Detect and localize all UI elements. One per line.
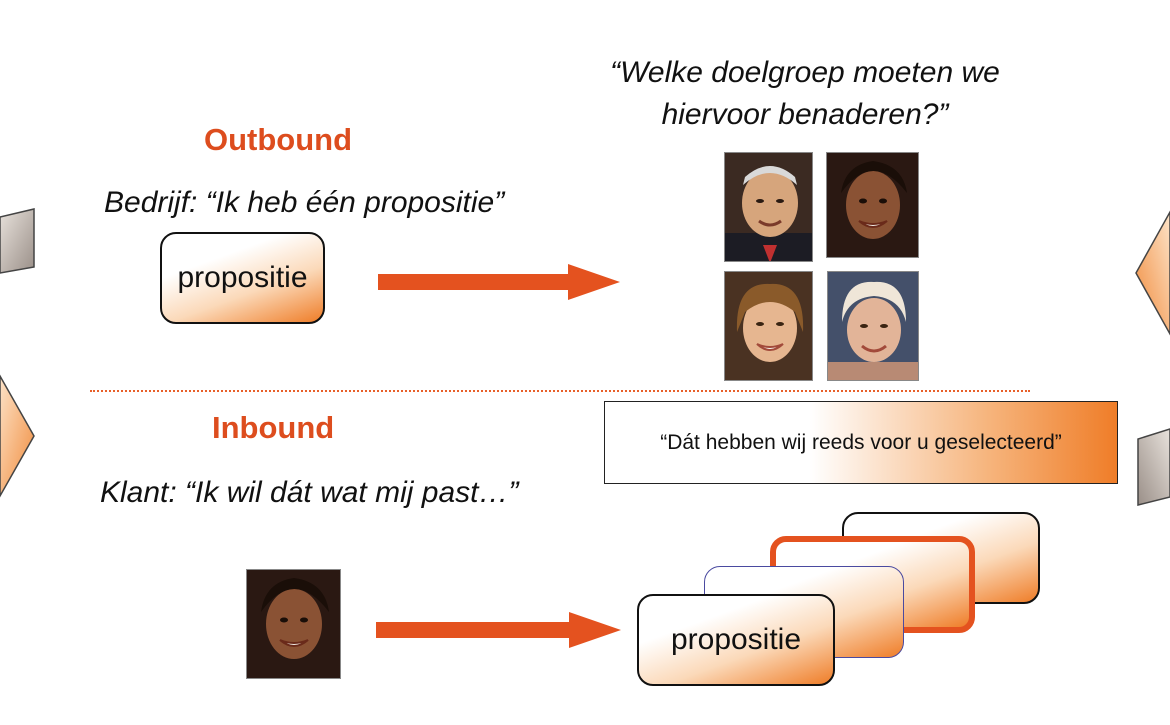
outbound-heading: Outbound [204, 122, 353, 157]
selected-banner-text: “Dát hebben wij reeds voor u geselecteer… [660, 430, 1062, 454]
selected-banner: “Dát hebben wij reeds voor u geselecteer… [604, 401, 1118, 484]
inbound-quote: Klant: “Ik wil dát wat mij past…” [100, 476, 519, 509]
target-question-line-1: “Welke doelgroep moeten we [610, 56, 1000, 89]
right-cycle-arrow-bottom-icon [1137, 428, 1170, 506]
face-photo-elderly-woman [827, 271, 919, 381]
inbound-heading: Inbound [212, 410, 335, 445]
outbound-right-arrow-icon [378, 264, 620, 300]
right-cycle-arrow-top-icon [1135, 210, 1170, 336]
inbound-right-arrow-icon [376, 612, 621, 648]
face-photo-customer [246, 569, 341, 679]
left-cycle-arrow-top-icon [0, 208, 35, 274]
face-photo-man [724, 152, 813, 262]
face-photo-blonde-woman [724, 271, 813, 381]
section-divider [90, 390, 1030, 392]
target-question: “Welke doelgroep moeten we hiervoor bena… [560, 52, 1050, 136]
outbound-proposition-label: propositie [177, 261, 308, 294]
outbound-quote: Bedrijf: “Ik heb één propositie” [104, 186, 505, 219]
inbound-proposition-label: propositie [670, 623, 802, 656]
inbound-proposition-box: propositie [637, 594, 835, 686]
face-photo-young-woman [826, 152, 919, 258]
left-cycle-arrow-bottom-icon [0, 374, 35, 498]
target-question-line-2: hiervoor benaderen?” [661, 98, 949, 131]
outbound-proposition-box: propositie [160, 232, 325, 324]
